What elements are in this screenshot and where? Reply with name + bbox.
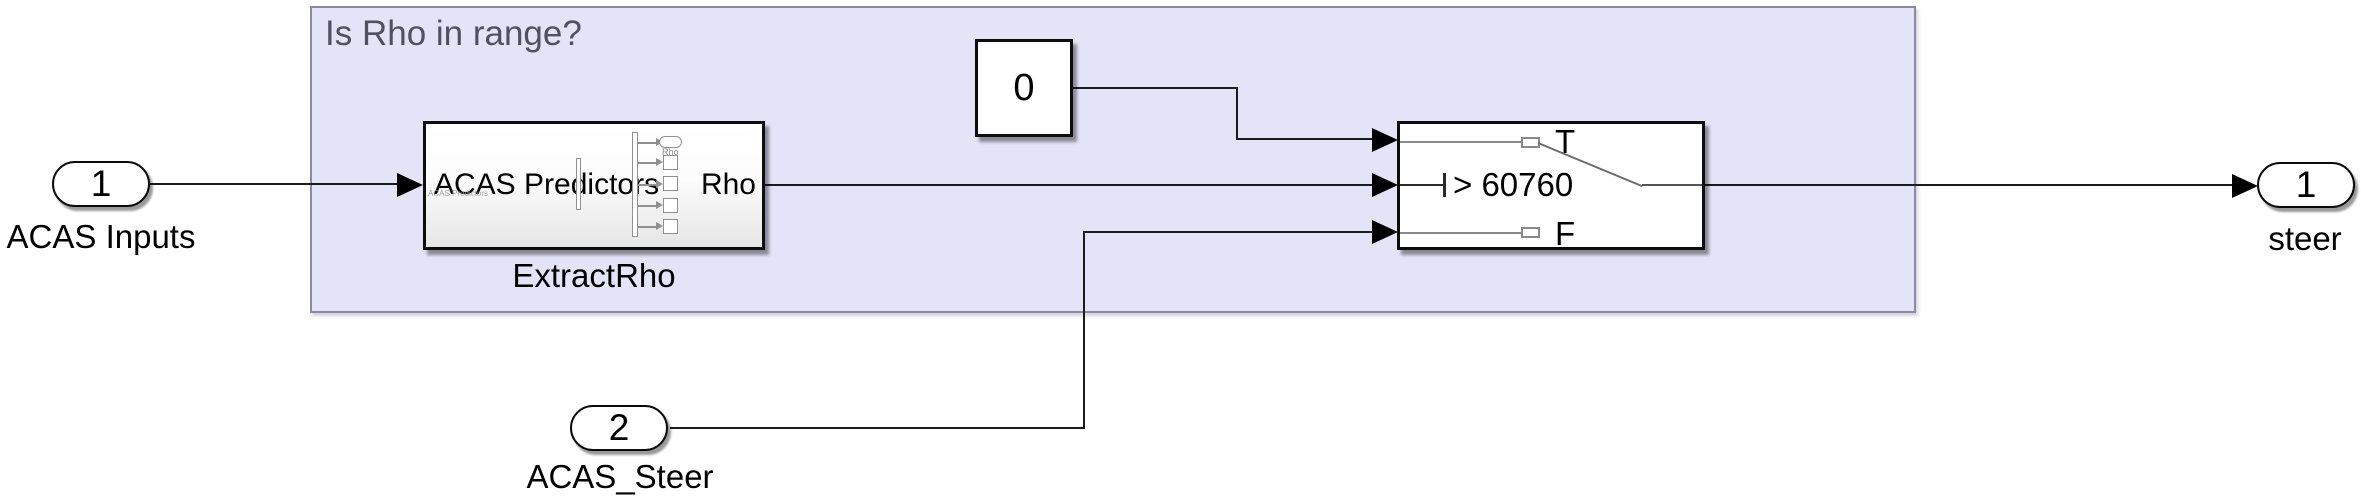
switch-criteria: > 60760	[1453, 166, 1574, 203]
inport-number: 1	[90, 163, 112, 204]
preview-mux-bar-icon	[576, 158, 581, 210]
inport-number: 2	[608, 407, 630, 448]
switch-output-line	[1642, 184, 1702, 186]
constant-value: 0	[1013, 66, 1035, 109]
preview-arrowhead-icon	[656, 180, 663, 188]
outport-steer-label[interactable]: steer	[2268, 220, 2342, 257]
preview-arrowhead-icon	[656, 222, 663, 230]
wire-arrowhead-icon	[1372, 128, 1398, 152]
constant-block[interactable]: 0	[975, 39, 1073, 137]
switch-true-port-label: T	[1555, 123, 1576, 160]
wire-rho-switch[interactable]	[765, 184, 1372, 186]
wire-constant-switch-seg2[interactable]	[1236, 87, 1238, 140]
wire-acassteer-switch-seg1[interactable]	[670, 427, 1085, 429]
preview-subsystem-label: ACAS Predictors	[428, 189, 489, 198]
preview-demux-bar-icon	[632, 132, 638, 237]
preview-arrowhead-icon	[656, 158, 663, 166]
wire-constant-switch-seg3[interactable]	[1236, 138, 1372, 140]
wire-arrowhead-icon	[397, 173, 423, 197]
extract-rho-block[interactable]: ACAS Predictors Rho Rho ACAS Predictors	[423, 121, 765, 250]
extract-rho-name-label[interactable]: ExtractRho	[512, 257, 676, 294]
switch-false-port-marker	[1521, 227, 1540, 238]
extract-rho-output-port-label: Rho	[700, 168, 756, 201]
preview-block-icon	[663, 198, 678, 213]
switch-control-line	[1400, 184, 1443, 186]
wire-acassteer-switch-seg2[interactable]	[1083, 232, 1085, 429]
switch-block[interactable]: T > 60760 F	[1397, 121, 1705, 250]
wire-acasinputs-extractrho[interactable]	[150, 183, 397, 185]
wire-arrowhead-icon	[2232, 174, 2258, 198]
inport-acas-steer[interactable]: 2	[570, 405, 668, 451]
preview-block-icon	[663, 176, 678, 191]
preview-block-icon	[663, 155, 678, 170]
wire-switch-steer[interactable]	[1705, 184, 2232, 186]
wire-arrowhead-icon	[1372, 220, 1398, 244]
preview-wire	[638, 226, 658, 228]
preview-outport-icon	[659, 136, 682, 148]
preview-wire	[638, 184, 658, 186]
switch-false-line	[1400, 232, 1521, 234]
preview-wire	[638, 205, 658, 207]
preview-wire	[638, 162, 658, 164]
wire-constant-switch-seg1[interactable]	[1073, 87, 1238, 89]
preview-block-icon	[663, 219, 678, 234]
preview-rho-tag: Rho	[662, 147, 679, 157]
outport-steer[interactable]: 1	[2257, 162, 2355, 208]
switch-control-tick	[1443, 173, 1446, 197]
wire-arrowhead-icon	[1372, 173, 1398, 197]
area-title[interactable]: Is Rho in range?	[325, 14, 582, 53]
inport-acas-inputs[interactable]: 1	[52, 161, 150, 207]
preview-wire	[638, 142, 658, 144]
switch-true-line	[1400, 141, 1521, 143]
inport-acas-steer-label[interactable]: ACAS_Steer	[526, 458, 714, 495]
preview-arrowhead-icon	[656, 201, 663, 209]
extract-rho-input-port-label: ACAS Predictors	[434, 168, 660, 201]
inport-acas-inputs-label[interactable]: ACAS Inputs	[6, 218, 196, 255]
switch-false-port-label: F	[1555, 215, 1576, 252]
wire-acassteer-switch-seg3[interactable]	[1083, 231, 1372, 233]
outport-number: 1	[2295, 164, 2317, 205]
